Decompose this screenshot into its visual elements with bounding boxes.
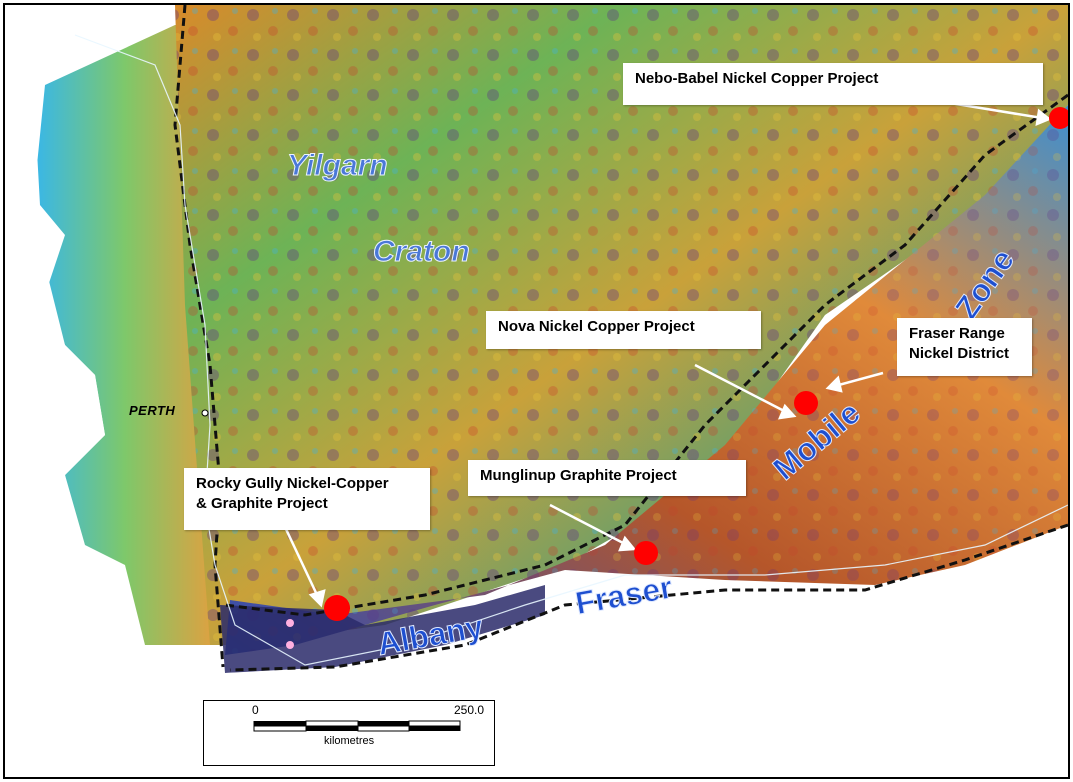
region-label-craton: Craton	[373, 235, 471, 269]
scale-max-label: 250.0	[454, 703, 485, 717]
callout-fraser-range[interactable]: Fraser Range Nickel District	[897, 318, 1032, 376]
project-marker-rocky-gully[interactable]	[324, 595, 350, 621]
magnetic-map	[5, 5, 1068, 777]
callout-nova[interactable]: Nova Nickel Copper Project	[486, 311, 761, 349]
project-marker-nebo[interactable]	[1049, 107, 1068, 129]
callout-rocky-gully[interactable]: Rocky Gully Nickel-Copper & Graphite Pro…	[184, 468, 430, 530]
project-marker-nova[interactable]	[794, 391, 818, 415]
callout-munglinup-text: Munglinup Graphite Project	[480, 467, 677, 484]
project-marker-munglinup[interactable]	[634, 541, 658, 565]
scale-bar: 0 250.0 kilometres	[203, 700, 495, 766]
prospect-dot	[286, 641, 294, 649]
callout-munglinup[interactable]: Munglinup Graphite Project	[468, 460, 746, 496]
callout-fraser-line1: Fraser Range	[909, 325, 1005, 342]
callout-nebo-babel[interactable]: Nebo-Babel Nickel Copper Project	[623, 63, 1043, 105]
region-label-yilgarn: Yilgarn	[287, 149, 389, 183]
map-frame: Yilgarn Craton Albany Fraser Mobile Zone…	[3, 3, 1070, 779]
callout-fraser-line2: Nickel District	[909, 345, 1010, 362]
prospect-dot	[286, 619, 294, 627]
scale-units-label: kilometres	[324, 735, 375, 747]
callout-rocky-line1: Rocky Gully Nickel-Copper	[196, 475, 389, 492]
callout-arrows	[283, 101, 1052, 608]
scale-bar-graphic	[253, 720, 461, 732]
callout-nova-text: Nova Nickel Copper Project	[498, 318, 695, 335]
city-label-perth: PERTH	[129, 403, 176, 418]
perth-dot	[201, 409, 209, 417]
callout-rocky-line2: & Graphite Project	[196, 495, 328, 512]
callout-nebo-text: Nebo-Babel Nickel Copper Project	[635, 70, 879, 87]
scale-zero-label: 0	[252, 703, 259, 717]
